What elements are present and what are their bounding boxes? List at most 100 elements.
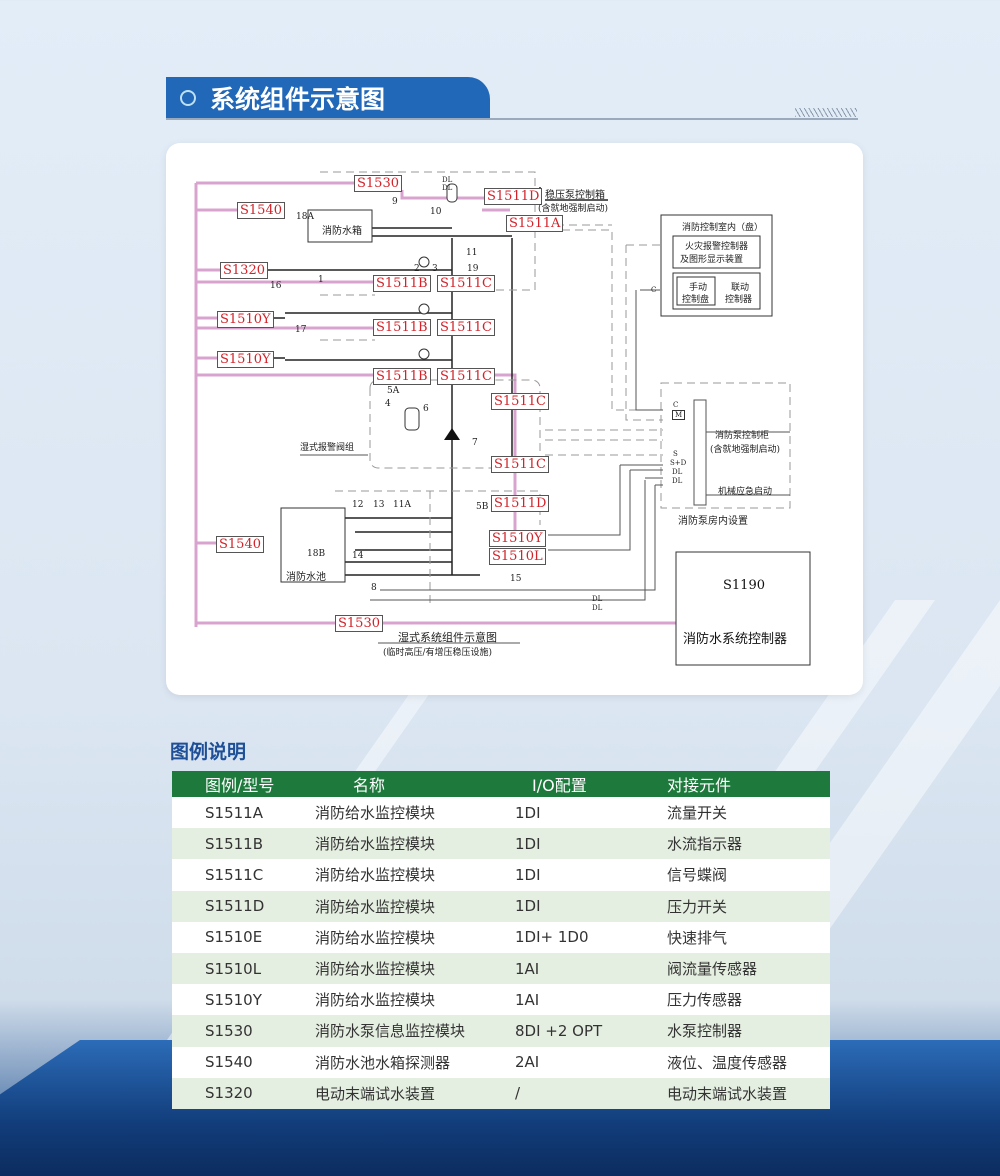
callout: 3	[432, 264, 438, 274]
table-cell: S1320	[172, 1077, 315, 1109]
table-cell: S1510E	[172, 921, 315, 953]
table-cell: S1530	[172, 1015, 315, 1047]
table-cell: S1510Y	[172, 984, 315, 1016]
table-cell: 液位、温度传感器	[667, 1046, 830, 1078]
table-cell: 8DI +2 OPT	[515, 1015, 667, 1047]
equipment	[280, 183, 811, 666]
callout: 7	[472, 438, 478, 448]
callout: 18A	[296, 212, 314, 222]
module-label[interactable]: S1511D	[491, 495, 550, 512]
table-cell: 快速排气	[667, 921, 830, 953]
water-pool-text: 消防水池	[286, 572, 326, 583]
module-label[interactable]: S1511D	[484, 188, 543, 205]
module-label[interactable]: S1511B	[373, 275, 431, 292]
table-cell: 消防给水监控模块	[315, 921, 515, 953]
linkage-text: 联动	[731, 283, 750, 293]
fire-alarm-box	[672, 235, 761, 269]
table-cell: 电动末端试水装置	[667, 1077, 830, 1109]
diagram-caption-sub: (临时高压/有增压稳压设施)	[383, 648, 493, 658]
callout: 18B	[307, 549, 326, 559]
column-header: 对接元件	[667, 771, 830, 797]
table-cell: 1DI+ 1D0	[515, 921, 667, 953]
module-label[interactable]: S1511C	[491, 393, 549, 410]
signal-tag: DL	[442, 176, 453, 184]
table-cell: S1511B	[172, 828, 315, 860]
title-divider	[166, 118, 858, 120]
circle-icon	[180, 89, 196, 106]
column-header: 名称	[315, 771, 515, 797]
module-label[interactable]: S1511C	[437, 368, 495, 385]
table-cell: S1511C	[172, 859, 315, 891]
manual-panel-box	[676, 276, 716, 306]
mech-start-text: 机械应急启动	[718, 487, 773, 497]
pump-cabinet-text: 消防泵控制柜	[715, 431, 770, 441]
callout: 15	[510, 574, 522, 584]
signal-tag: S	[673, 450, 678, 458]
section-title: 系统组件示意图	[166, 77, 490, 118]
callout: 5A	[387, 386, 400, 396]
table-cell: S1511A	[172, 797, 315, 829]
module-label[interactable]: S1530	[335, 615, 383, 632]
signal-tag: DL	[672, 477, 683, 485]
table-cell: 流量开关	[667, 797, 830, 829]
pump-cabinet-sub: (含就地强制启动)	[710, 445, 781, 455]
table-cell: 水泵控制器	[667, 1015, 830, 1047]
module-label[interactable]: S1511A	[506, 215, 564, 232]
module-label[interactable]: S1510Y	[489, 530, 546, 547]
water-tank-box	[307, 209, 373, 243]
callout: 19	[467, 264, 479, 274]
module-label[interactable]: S1510Y	[217, 351, 274, 368]
table-cell: 消防给水监控模块	[315, 952, 515, 985]
callout: 2	[414, 264, 420, 274]
table-cell: 压力传感器	[667, 984, 830, 1016]
diagram-caption: 湿式系统组件示意图	[398, 631, 497, 644]
callout: 10	[430, 207, 442, 217]
table-cell: 消防给水监控模块	[315, 859, 515, 891]
module-label[interactable]: S1510L	[489, 548, 546, 565]
table-cell: 1DI	[515, 890, 667, 922]
callout: 6	[423, 404, 429, 414]
module-label[interactable]: S1511B	[373, 368, 431, 385]
controller-name: 消防水系统控制器	[683, 632, 788, 647]
table-cell: 消防给水监控模块	[315, 797, 515, 829]
callout: 8	[371, 583, 377, 593]
callout: 14	[352, 551, 364, 561]
table-cell: 水流指示器	[667, 828, 830, 860]
pump-room-text: 消防泵房内设置	[678, 516, 748, 527]
table-cell: 1AI	[515, 952, 667, 985]
water-pool-box	[280, 507, 346, 583]
table-cell: 信号蝶阀	[667, 859, 830, 891]
signal-tag: DL	[672, 468, 683, 476]
module-label[interactable]: S1511B	[373, 319, 431, 336]
signal-tag: C	[651, 286, 657, 294]
module-label[interactable]: S1511C	[437, 319, 495, 336]
table-cell: S1510L	[172, 952, 315, 985]
table-cell: S1511D	[172, 890, 315, 922]
callout: 12	[352, 500, 364, 510]
table-cell: 2AI	[515, 1046, 667, 1078]
table-header-row: 图例/型号 名称 I/O配置 对接元件	[172, 771, 830, 797]
module-label[interactable]: S1540	[237, 202, 285, 219]
system-diagram	[194, 171, 811, 666]
table-cell: 消防给水监控模块	[315, 984, 515, 1016]
module-label[interactable]: S1530	[354, 175, 402, 192]
callout: 4	[385, 399, 391, 409]
manual-panel-text: 控制盘	[682, 295, 710, 305]
module-label[interactable]: S1510Y	[217, 311, 274, 328]
hatch-decoration	[795, 108, 857, 117]
pressure-box-text: 稳压泵控制箱	[545, 190, 605, 201]
table-cell: 1AI	[515, 984, 667, 1016]
module-label[interactable]: S1511C	[437, 275, 495, 292]
table-cell: /	[515, 1077, 667, 1109]
module-label[interactable]: S1320	[220, 262, 268, 279]
module-label[interactable]: S1511C	[491, 456, 549, 473]
table-cell: 消防水泵信息监控模块	[315, 1015, 515, 1047]
module-label[interactable]: S1540	[216, 536, 264, 553]
table-cell: 消防给水监控模块	[315, 890, 515, 922]
hardlines	[300, 289, 790, 644]
